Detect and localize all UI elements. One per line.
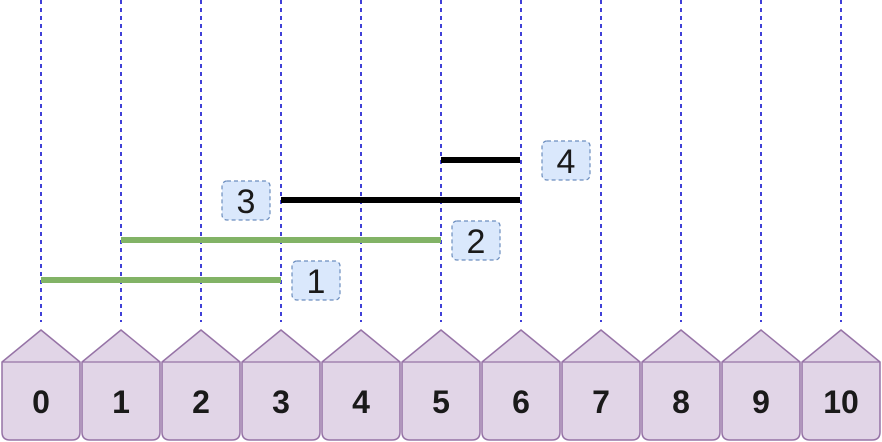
interval-label-4: 4 (557, 143, 576, 181)
position-label-4: 4 (352, 384, 370, 420)
interval-badge-3 (221, 180, 271, 221)
position-label-8: 8 (672, 384, 690, 420)
position-label-0: 0 (32, 384, 50, 420)
interval-label-1: 1 (307, 263, 326, 301)
interval-badge-2 (451, 220, 501, 261)
interval-label-2: 2 (467, 223, 486, 261)
position-marker-5 (401, 329, 481, 441)
position-label-7: 7 (592, 384, 610, 420)
position-marker-6 (481, 329, 561, 441)
position-marker-0 (1, 329, 81, 441)
position-marker-4 (321, 329, 401, 441)
position-marker-1 (81, 329, 161, 441)
position-marker-7 (561, 329, 641, 441)
position-marker-3 (241, 329, 321, 441)
position-label-2: 2 (192, 384, 210, 420)
interval-badge-4 (541, 140, 591, 181)
position-marker-2 (161, 329, 241, 441)
position-label-6: 6 (512, 384, 530, 420)
interval-label-3: 3 (237, 183, 256, 221)
position-label-10: 10 (823, 384, 859, 420)
position-label-3: 3 (272, 384, 290, 420)
position-marker-10 (801, 329, 881, 441)
interval-badge-1 (291, 260, 341, 301)
position-label-5: 5 (432, 384, 450, 420)
position-label-1: 1 (112, 384, 130, 420)
position-marker-9 (721, 329, 801, 441)
position-marker-8 (641, 329, 721, 441)
position-label-9: 9 (752, 384, 770, 420)
